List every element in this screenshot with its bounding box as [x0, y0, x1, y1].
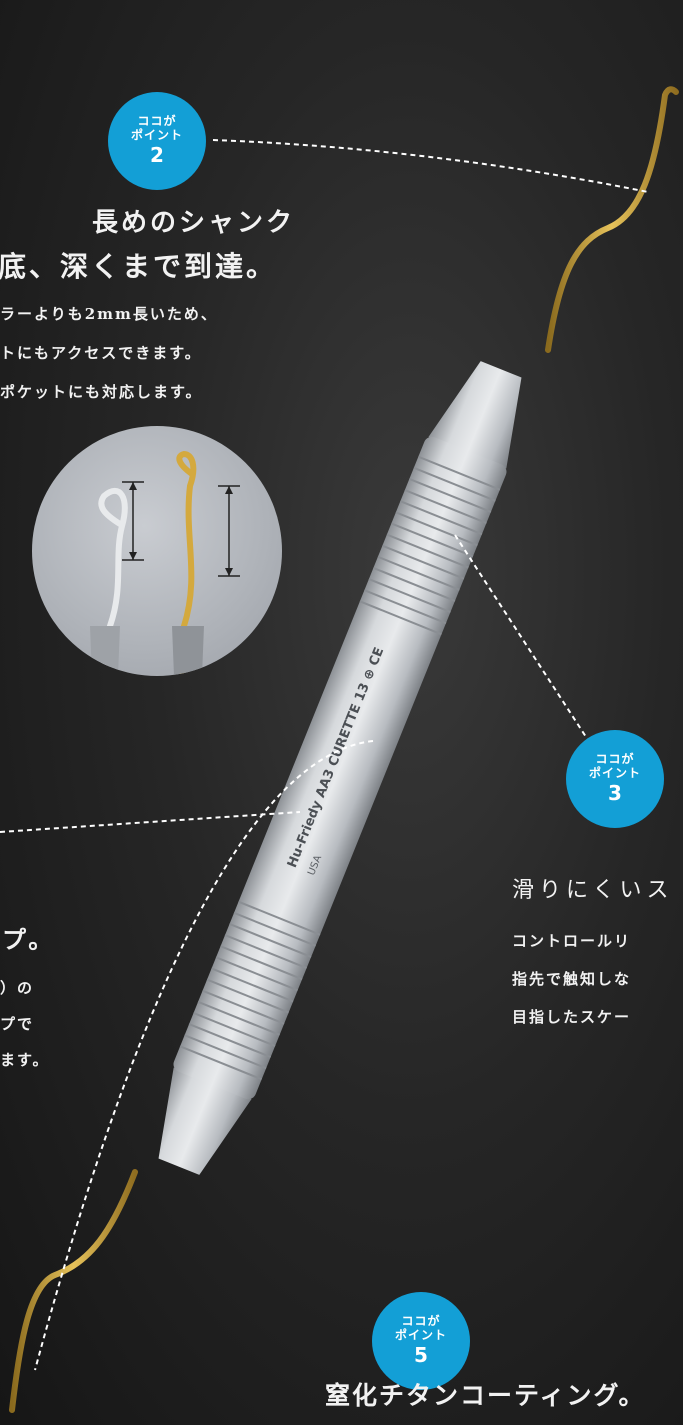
- lower-gold-shank: [9, 1169, 138, 1413]
- upper-gold-shank: [545, 86, 679, 353]
- point2-body-2: トにもアクセスできます。: [0, 344, 202, 362]
- point3-body-2: 指先で触知しな: [512, 970, 632, 988]
- point3-body-1: コントロールリ: [512, 932, 632, 950]
- point3-heading: 滑りにくいス: [512, 878, 674, 903]
- leader-line-5: [34, 740, 374, 1371]
- point4-body-1: ）の: [0, 979, 35, 997]
- point2-heading-2: 底、深くまで到達。: [0, 250, 278, 283]
- point2-heading-1: 長めのシャンク: [92, 208, 296, 238]
- point4-heading: プ。: [2, 925, 56, 954]
- point4-body-2: プで: [0, 1015, 35, 1033]
- point-badge-2: ココが ポイント 2: [108, 92, 206, 190]
- point5-heading: 窒化チタンコーティング。: [325, 1381, 646, 1410]
- point-badge-5: ココが ポイント 5: [372, 1292, 470, 1390]
- shank-comparison-image: [32, 426, 282, 676]
- leader-line-3: [454, 534, 589, 741]
- point4-body-3: ます。: [0, 1051, 50, 1069]
- point2-body-3: ポケットにも対応します。: [0, 383, 203, 401]
- point2-body-1: ラーよりも2mm長いため、: [0, 305, 218, 323]
- point3-body-3: 目指したスケー: [512, 1008, 632, 1026]
- leader-line-4: [0, 811, 301, 833]
- point-badge-3: ココが ポイント 3: [566, 730, 664, 828]
- leader-line-2: [212, 139, 649, 193]
